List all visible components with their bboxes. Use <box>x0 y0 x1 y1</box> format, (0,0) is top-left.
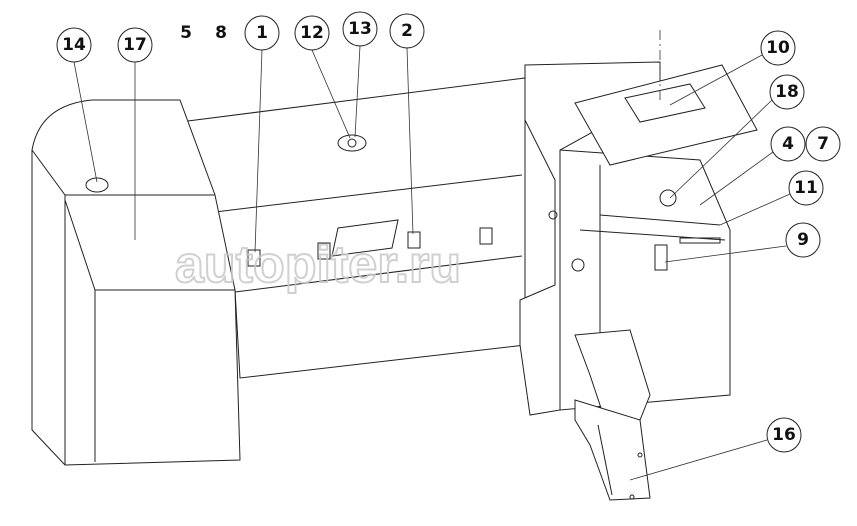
watermark-text: autopiter.ru <box>175 236 461 294</box>
lid-part-10 <box>574 64 758 166</box>
fitting-1 <box>247 249 261 267</box>
fitting <box>317 242 331 260</box>
callout-11: 11 <box>788 170 824 206</box>
callout-label: 10 <box>766 38 790 58</box>
callout-label: 12 <box>300 23 324 43</box>
callout-label: 18 <box>775 82 799 102</box>
fitting <box>479 227 493 245</box>
callout-label: 7 <box>817 134 829 154</box>
callout-1: 1 <box>244 15 280 51</box>
callout-10: 10 <box>760 30 796 66</box>
callout-18: 18 <box>769 74 805 110</box>
callout-4: 4 <box>770 126 806 162</box>
leader-lines <box>73 45 791 481</box>
sender-part-12-13 <box>337 134 367 152</box>
tank-opening <box>331 219 399 257</box>
bracket-part-16 <box>574 329 651 501</box>
callout-label: 1 <box>256 23 268 43</box>
callout-12: 12 <box>294 15 330 51</box>
callout-label: 4 <box>782 134 794 154</box>
callout-label: 8 <box>215 23 227 43</box>
cap-part-14 <box>85 177 109 193</box>
side-tank-17 <box>31 99 241 466</box>
callout-label: 11 <box>794 178 818 198</box>
callout-label: 2 <box>401 21 413 41</box>
callout-17: 17 <box>117 27 153 63</box>
callout-label: 13 <box>348 19 372 39</box>
part-9 <box>654 244 668 271</box>
callout-8: 8 <box>215 23 227 43</box>
callout-16: 16 <box>766 417 802 453</box>
callout-5: 5 <box>180 23 192 43</box>
callout-label: 9 <box>797 230 809 250</box>
callout-9: 9 <box>785 222 821 258</box>
callout-label: 16 <box>772 425 796 445</box>
fitting-2 <box>407 231 421 249</box>
fittings <box>247 134 493 267</box>
callout-14: 14 <box>56 27 92 63</box>
callout-label: 5 <box>180 23 192 43</box>
callout-label: 14 <box>62 35 86 55</box>
part-18 <box>659 189 677 207</box>
callout-13: 13 <box>342 11 378 47</box>
callout-2: 2 <box>389 13 425 49</box>
callout-7: 7 <box>805 126 841 162</box>
tank-body <box>179 77 526 379</box>
callout-label: 17 <box>123 35 147 55</box>
